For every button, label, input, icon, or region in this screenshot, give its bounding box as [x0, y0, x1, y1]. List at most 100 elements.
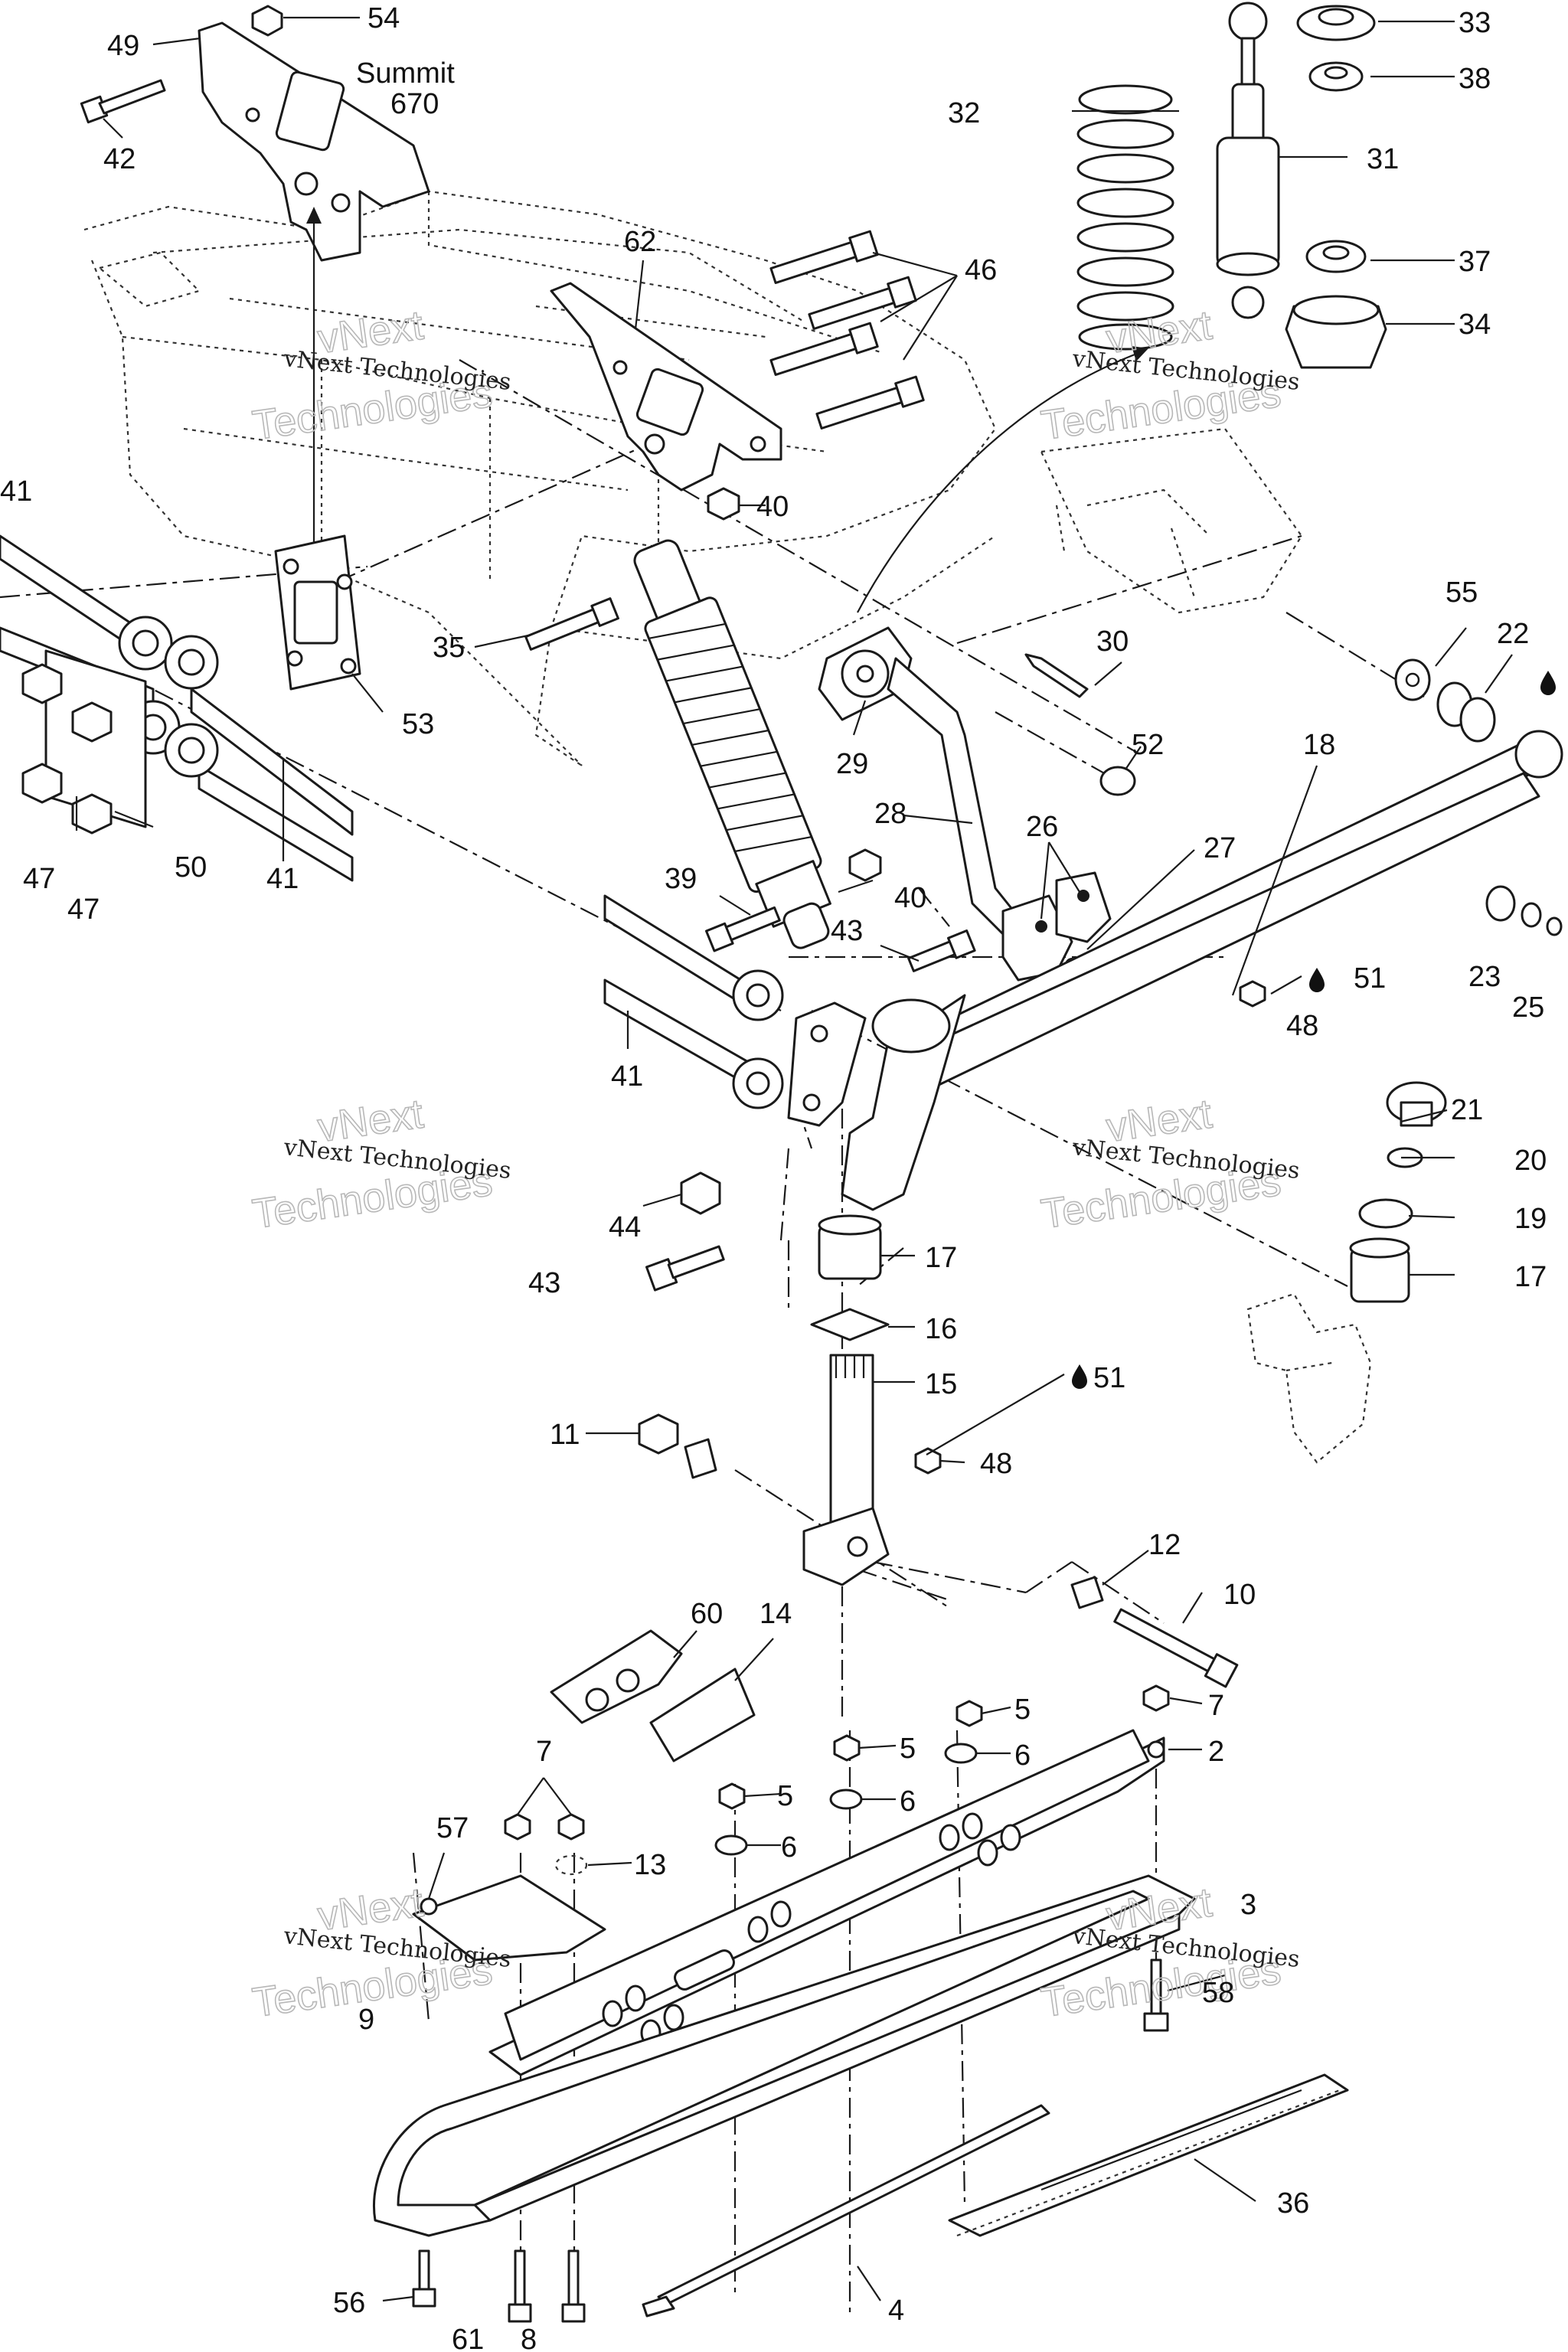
part-8-bolt	[561, 2249, 586, 2323]
callout-61: 61	[452, 2324, 484, 2352]
callout-32: 32	[948, 97, 980, 129]
part-7-nut	[504, 1813, 531, 1841]
callout-41-c: 41	[611, 1060, 643, 1093]
callout-10: 10	[1223, 1579, 1256, 1611]
callout-47-b: 47	[67, 893, 100, 926]
callout-13: 13	[634, 1849, 666, 1881]
part-48-fitting	[1239, 980, 1266, 1008]
part-49-bracket	[198, 21, 430, 262]
callout-51-b: 51	[1093, 1362, 1125, 1394]
callout-27: 27	[1204, 832, 1236, 864]
callout-9: 9	[358, 2004, 374, 2036]
callout-42: 42	[103, 143, 136, 175]
callout-60: 60	[691, 1598, 723, 1630]
callout-62: 62	[624, 226, 656, 258]
callout-4: 4	[888, 2295, 904, 2327]
callout-51: 51	[1354, 962, 1386, 995]
part-7-nut	[557, 1813, 585, 1841]
shock-absorber-assembly	[633, 539, 831, 949]
callout-20: 20	[1514, 1145, 1547, 1177]
part-40-nut	[707, 487, 740, 521]
callout-57: 57	[436, 1812, 469, 1844]
part-35-bolt	[524, 597, 619, 651]
part-37-seat	[1305, 240, 1367, 273]
part-21-cap	[1386, 1081, 1447, 1127]
part-17-bushing	[818, 1214, 882, 1280]
callout-48-b: 48	[980, 1448, 1012, 1480]
part-16-seal	[810, 1308, 890, 1341]
callout-58: 58	[1202, 1977, 1234, 2009]
part-39-bolt	[705, 906, 781, 952]
part-4-runner	[642, 2104, 1050, 2318]
callout-19: 19	[1514, 1203, 1547, 1235]
callout-53: 53	[402, 708, 434, 740]
callout-17: 17	[1514, 1261, 1547, 1293]
callout-46: 46	[965, 254, 997, 286]
callout-23: 23	[1468, 961, 1501, 993]
callout-37: 37	[1459, 246, 1491, 278]
part-40-nut-lower	[848, 848, 882, 882]
callout-48: 48	[1286, 1010, 1318, 1042]
part-53-plate	[274, 534, 361, 691]
callout-15: 15	[925, 1368, 957, 1400]
callout-41: 41	[0, 475, 32, 508]
callout-6-b: 6	[900, 1785, 916, 1818]
callout-50: 50	[175, 851, 207, 884]
part-14-pad	[649, 1668, 756, 1762]
part-38-seat	[1308, 61, 1364, 92]
part-56-bolt	[412, 2249, 436, 2308]
upper-arm-ghost	[1040, 427, 1303, 614]
callout-12: 12	[1148, 1529, 1181, 1561]
part-62-bracket	[550, 282, 782, 492]
callout-34: 34	[1459, 309, 1491, 341]
part-6-washer	[829, 1788, 863, 1810]
spindle-ghost	[1246, 1292, 1372, 1464]
arrow-head	[1132, 346, 1148, 361]
callout-25: 25	[1512, 991, 1544, 1024]
callout-33: 33	[1459, 7, 1491, 39]
part-32-spring	[1076, 84, 1174, 351]
callout-29: 29	[836, 748, 868, 780]
callout-31: 31	[1367, 143, 1399, 175]
callout-5-b: 5	[900, 1733, 916, 1765]
part-60-plate	[550, 1629, 683, 1724]
model-label-line-1: Summit	[356, 57, 455, 90]
callout-43: 43	[831, 915, 863, 947]
drop-icon	[1309, 968, 1325, 992]
part-31-shock	[1216, 2, 1280, 319]
callout-17-b: 17	[925, 1242, 957, 1274]
callout-36: 36	[1277, 2187, 1309, 2220]
part-6-washer	[944, 1743, 978, 1764]
callout-7: 7	[1208, 1690, 1224, 1722]
part-46-bolts	[769, 230, 925, 430]
callout-40: 40	[756, 491, 789, 523]
part-23-washer	[1485, 885, 1542, 928]
callout-26: 26	[1026, 811, 1058, 843]
part-30-pin	[1024, 653, 1089, 698]
callout-49: 49	[107, 30, 139, 62]
callout-leaders	[75, 16, 1513, 2302]
callout-56: 56	[333, 2287, 365, 2319]
callout-22: 22	[1497, 618, 1529, 650]
part-13-washer	[554, 1854, 588, 1876]
callout-52: 52	[1132, 729, 1164, 761]
part-25-washer	[1546, 916, 1563, 936]
part-61-bolt	[508, 2249, 532, 2323]
part-43-bolt-lower	[645, 1245, 725, 1292]
drop-icon	[1540, 671, 1556, 695]
callout-14: 14	[760, 1598, 792, 1630]
part-34-adjuster	[1285, 295, 1387, 369]
part-18-arm	[787, 730, 1563, 1211]
part-42-bolt	[80, 79, 166, 124]
part-5-nut	[833, 1734, 861, 1762]
part-33-seat	[1296, 5, 1376, 41]
part-19-washer	[1358, 1198, 1413, 1229]
callout-54: 54	[368, 2, 400, 34]
arrow-head	[306, 207, 322, 224]
callout-2: 2	[1208, 1736, 1224, 1768]
callout-47: 47	[23, 863, 55, 895]
callout-6-c: 6	[781, 1831, 797, 1864]
callout-35: 35	[433, 632, 465, 664]
